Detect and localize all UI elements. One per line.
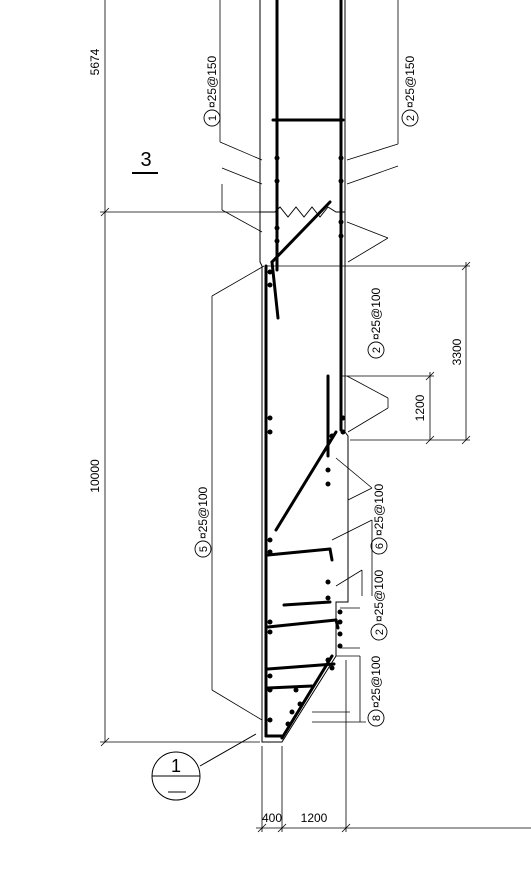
- rebar-label-2-mid: 2 ¤25@100: [367, 287, 385, 359]
- rebar-label-2-mid-spec: ¤25@100: [369, 287, 383, 340]
- rebar-label-2-low: 2 ¤25@100: [370, 569, 388, 641]
- section-mark: 3: [132, 149, 158, 174]
- rebar-label-2-top-marker: 2: [405, 115, 417, 121]
- detail-callout-number: 1: [171, 756, 181, 776]
- rebar-dots: [267, 155, 346, 727]
- rebar-label-5-marker: 5: [198, 546, 210, 552]
- dimension-bottom-left: 400: [262, 811, 282, 825]
- rebar-label-1-spec: ¤25@150: [205, 55, 219, 108]
- label-leaders: [312, 607, 366, 723]
- right-dimensions: [266, 261, 471, 445]
- rebar-bars: [264, 0, 345, 740]
- background-outline: [211, 0, 399, 721]
- rebar-label-2-low-marker: 2: [374, 629, 386, 635]
- rebar-label-5-spec: ¤25@100: [196, 486, 210, 539]
- dimension-upper-zone: 3300: [450, 338, 464, 365]
- rebar-label-6-spec: ¤25@100: [372, 483, 386, 536]
- dimension-overall-height: 10000: [88, 459, 102, 493]
- dimension-lower-zone: 1200: [413, 394, 427, 421]
- rebar-label-1: 1 ¤25@150: [203, 55, 221, 127]
- rebar-label-6: 6 ¤25@100: [370, 483, 388, 555]
- section-mark-number: 3: [140, 149, 151, 171]
- bottom-dimensions: [256, 660, 531, 833]
- dimension-top-segment: 5674: [88, 48, 102, 75]
- rebar-label-6-marker: 6: [374, 543, 386, 549]
- rebar-label-1-marker: 1: [207, 115, 219, 121]
- concrete-outline: [259, 0, 349, 743]
- left-dimensions: [100, 0, 260, 747]
- rebar-label-8: 8 ¤25@100: [367, 655, 385, 727]
- rebar-label-5: 5 ¤25@100: [194, 486, 212, 558]
- dimension-bottom-right: 1200: [301, 811, 328, 825]
- rebar-label-8-spec: ¤25@100: [369, 655, 383, 708]
- rebar-label-2-mid-marker: 2: [371, 347, 383, 353]
- rebar-label-2-low-spec: ¤25@100: [372, 569, 386, 622]
- rebar-label-2-top: 2 ¤25@150: [401, 55, 419, 127]
- rebar-label-2-top-spec: ¤25@150: [403, 55, 417, 108]
- rebar-label-8-marker: 8: [371, 715, 383, 721]
- detail-callout: [151, 733, 257, 801]
